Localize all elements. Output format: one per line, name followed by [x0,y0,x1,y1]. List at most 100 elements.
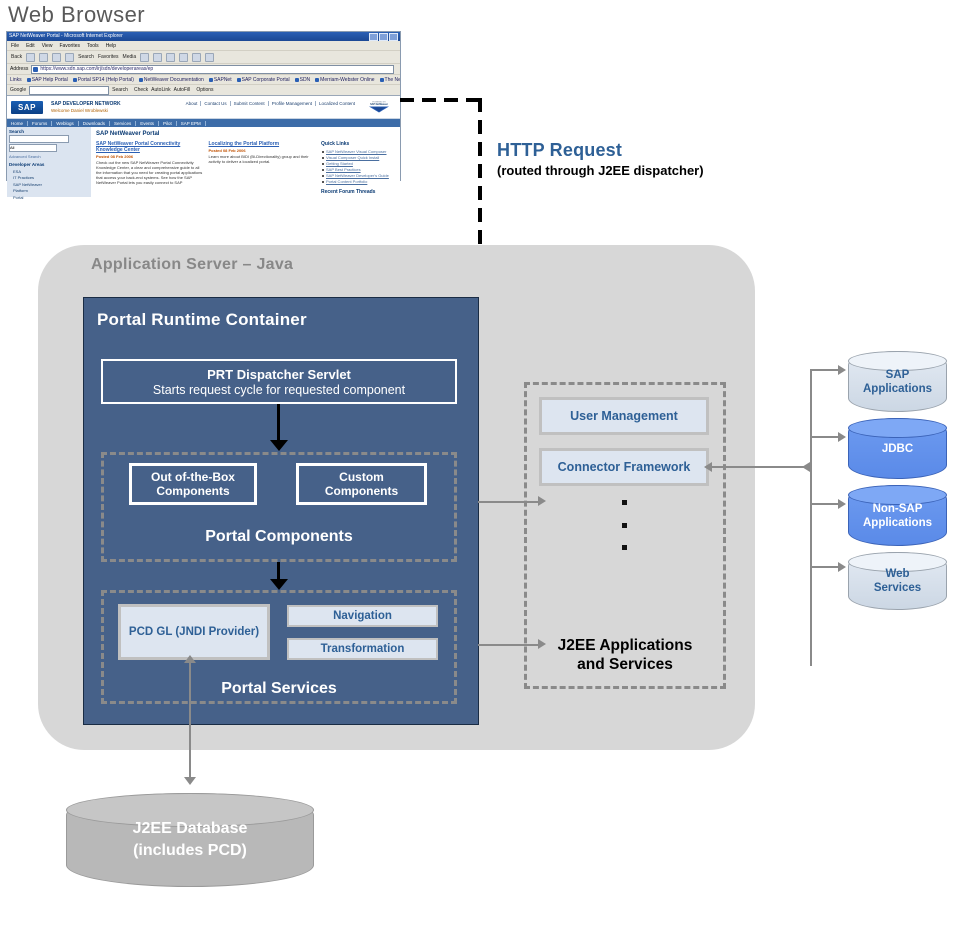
nav-profile-management[interactable]: Profile Management [272,101,316,106]
sidebar-search-input[interactable] [9,135,69,143]
address-input[interactable]: https://www.sdn.sap.com/irj/sdn/develope… [31,64,394,74]
arrow-services-to-j2ee-head-icon [538,639,546,649]
backend-jdbc: JDBC [848,418,947,479]
tab-events[interactable]: Events [140,120,160,126]
arrow-components-to-j2ee-head-icon [538,496,546,506]
sidebar-search-scope[interactable]: All [9,144,57,152]
menu-file[interactable]: File [11,42,20,49]
sidebar-item-portal[interactable]: Portal [13,194,24,200]
quick-link-best-practices[interactable]: SAP Best Practices [322,167,395,173]
link-merriam-webster[interactable]: Merriam-Webster Online [315,77,374,83]
links-label: Links [10,76,22,83]
quick-link-content-portfolio[interactable]: Portal Content Portfolio [322,179,395,185]
sdn-top-nav[interactable]: About Contact Us Submit Content Profile … [186,101,358,106]
branch-line-jdbc [810,436,842,438]
sidebar-item-platform[interactable]: Platform [13,188,28,193]
google-autofill-button[interactable]: AutoFill [173,87,191,93]
branch-line-web [810,566,842,568]
address-bar[interactable]: Address https://www.sdn.sap.com/irj/sdn/… [7,64,400,75]
favorites-button[interactable]: Favorites [97,54,119,60]
nav-about[interactable]: About [186,101,202,106]
backend-web-services: Web Services [848,552,947,610]
portal-main-heading: SAP NetWeaver Portal [96,131,160,137]
edit-icon[interactable] [179,52,189,62]
netweaver-swoosh-icon: POWERED BY SAP NetWeaver [369,101,389,113]
google-options-button[interactable]: Options [196,87,214,93]
menu-edit[interactable]: Edit [26,42,35,49]
home-icon[interactable] [65,52,75,62]
tab-forums[interactable]: Forums [32,120,53,126]
media-button[interactable]: Media [122,54,137,60]
tab-sap-epm[interactable]: SAP EPM [181,120,206,126]
messenger-icon[interactable] [205,52,215,62]
quick-link-developers-guide[interactable]: SAP NetWeaver Developer's Guide [322,173,395,179]
tab-services[interactable]: Services [114,120,137,126]
menu-help[interactable]: Help [105,42,116,49]
browser-window[interactable]: SAP NetWeaver Portal - Microsoft Interne… [6,31,401,200]
forward-icon[interactable] [26,52,36,62]
sidebar-search-label: Search [9,129,25,134]
tab-downloads[interactable]: Downloads [83,120,110,126]
j2ee-applications-group [524,382,726,689]
link-netweaver-docs[interactable]: NetWeaver Documentation [139,77,204,83]
link-nytimes[interactable]: The New York Times [380,77,400,83]
quick-link-getting-started[interactable]: Getting Started [322,161,395,167]
menu-favorites[interactable]: Favorites [59,42,80,49]
tab-home[interactable]: Home [11,120,29,126]
google-autolink-button[interactable]: AutoLink [151,87,171,93]
link-sdn[interactable]: SDN [295,77,311,83]
links-bar[interactable]: Links SAP Help Portal Portal SP14 (Help … [7,75,400,85]
backend-non-sap-applications: Non-SAP Applications [848,485,947,546]
web-services-line2: Services [873,582,922,594]
nav-localized-content[interactable]: Localized Content [318,101,355,106]
prt-dispatcher-servlet-title: PRT Dispatcher Servlet [207,366,351,382]
sap-applications-line1: SAP [885,368,910,381]
oob-line1: Out of-the-Box [151,470,235,484]
browser-menu-bar[interactable]: File Edit View Favorites Tools Help [7,41,400,51]
back-button[interactable]: Back [11,54,23,60]
article-2-title[interactable]: Localizing the Portal Platform [208,141,280,147]
http-request-title: HTTP Request [497,140,623,160]
sidebar-item-esa[interactable]: ESA [13,168,22,174]
sidebar-advanced-search[interactable]: Advanced Search [9,154,41,159]
link-sapnet[interactable]: SAPNet [209,77,232,83]
google-check-button[interactable]: Check [133,87,149,93]
browser-toolbar[interactable]: Back Search Favorites Media [7,51,400,64]
article-1-title[interactable]: SAP NetWeaver Portal Connectivity Knowle… [96,141,181,153]
window-controls[interactable] [369,32,398,41]
nav-contact-us[interactable]: Contact Us [204,101,231,106]
article-2-body: Learn more about BIDI (Bi-Directionality… [208,154,309,164]
http-request-label: HTTP Request (routed through J2EE dispat… [497,140,704,178]
tab-pilot[interactable]: Pilot [163,120,177,126]
arrow-pcd-to-database [189,661,191,781]
database-line2: (includes PCD) [133,842,247,859]
menu-tools[interactable]: Tools [87,42,99,49]
quick-link-vc-quick-install[interactable]: Visual Composer Quick Install [322,155,395,161]
sidebar-item-it-practices[interactable]: IT Practices [13,175,35,180]
arrow-components-to-services [277,562,280,586]
menu-view[interactable]: View [41,42,53,49]
ellipsis-dot-2-icon [622,523,627,528]
search-button[interactable]: Search [78,54,94,60]
nav-submit-content[interactable]: Submit Content [234,101,269,106]
history-icon[interactable] [140,52,150,62]
stop-icon[interactable] [39,52,49,62]
quick-link-visual-composer[interactable]: SAP NetWeaver Visual Composer [322,149,395,155]
mail-icon[interactable] [153,52,163,62]
sdn-tab-bar[interactable]: Home Forums Weblogs Downloads Services E… [7,119,400,127]
ellipsis-dot-1-icon [622,500,627,505]
print-icon[interactable] [166,52,176,62]
sdn-site-name: SAP DEVELOPER NETWORK [51,100,121,107]
link-portal-sp14[interactable]: Portal SP14 (Help Portal) [73,77,134,83]
refresh-icon[interactable] [52,52,62,62]
tab-weblogs[interactable]: Weblogs [56,120,79,126]
link-sap-corporate-portal[interactable]: SAP Corporate Portal [237,77,290,83]
sdn-header: SAP SAP DEVELOPER NETWORK Welcome Daniel… [7,96,400,119]
google-search-input[interactable] [29,85,110,95]
discuss-icon[interactable] [192,52,202,62]
google-search-button[interactable]: Search [112,87,128,93]
backend-sap-applications: SAP Applications [848,351,947,412]
sidebar-item-sap-netweaver[interactable]: SAP NetWeaver [13,181,42,187]
link-sap-help-portal[interactable]: SAP Help Portal [27,77,68,83]
google-toolbar[interactable]: Google Search Check AutoLink AutoFill Op… [7,85,400,96]
